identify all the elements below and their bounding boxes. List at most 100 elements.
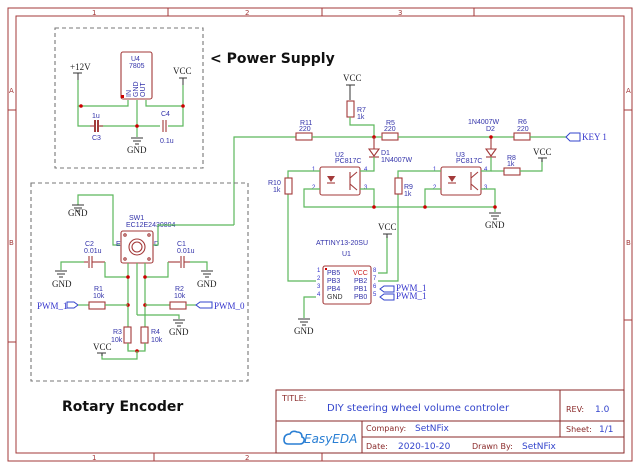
resistor-r3: R3 10k bbox=[111, 326, 132, 344]
svg-text:1: 1 bbox=[317, 268, 321, 274]
rotary-encoder-heading: Rotary Encoder bbox=[62, 399, 183, 415]
resistor-r4: R4 10k bbox=[140, 326, 163, 344]
title-block: TITLE: DIY steering wheel volume control… bbox=[275, 389, 625, 454]
svg-text:3: 3 bbox=[317, 284, 321, 290]
svg-text:U4: U4 bbox=[131, 56, 140, 63]
company-label: Company: bbox=[366, 424, 406, 433]
svg-text:1: 1 bbox=[312, 167, 316, 173]
svg-text:PWM_0: PWM_0 bbox=[214, 301, 245, 311]
rotary-encoder-box bbox=[30, 182, 249, 382]
svg-text:GND: GND bbox=[52, 279, 72, 289]
svg-text:PB3: PB3 bbox=[327, 278, 340, 285]
net-12v: +12V bbox=[70, 62, 91, 80]
svg-text:OUT: OUT bbox=[140, 82, 147, 98]
svg-text:1k: 1k bbox=[404, 191, 412, 198]
row-label-a: A bbox=[9, 87, 14, 95]
svg-text:1N4007W: 1N4007W bbox=[381, 157, 413, 164]
svg-text:PWM_1: PWM_1 bbox=[396, 291, 427, 301]
svg-text:0.01u: 0.01u bbox=[177, 248, 195, 255]
row-label-b-right: B bbox=[626, 239, 631, 247]
svg-text:PC817C: PC817C bbox=[456, 158, 482, 165]
svg-text:220: 220 bbox=[384, 126, 396, 133]
net-vcc-psu: VCC bbox=[173, 66, 192, 85]
port-pwm1-enc[interactable]: PWM_1 bbox=[37, 301, 79, 311]
gnd-symbol-c1: GND bbox=[197, 270, 217, 289]
svg-text:R11: R11 bbox=[300, 120, 312, 127]
svg-text:3: 3 bbox=[484, 185, 488, 191]
svg-text:GND: GND bbox=[294, 326, 314, 336]
svg-text:5: 5 bbox=[373, 292, 377, 298]
svg-text:PC817C: PC817C bbox=[335, 158, 361, 165]
gnd-symbol-c2: GND bbox=[52, 270, 72, 289]
svg-text:VCC: VCC bbox=[353, 270, 368, 277]
net-vcc-r8: VCC bbox=[533, 147, 552, 162]
svg-text:KEY 1: KEY 1 bbox=[582, 132, 607, 142]
rev-value: 1.0 bbox=[595, 405, 610, 415]
diode-d2: 1N4007W D2 bbox=[468, 119, 500, 158]
svg-text:U2: U2 bbox=[335, 152, 344, 159]
net-vcc-enc: VCC bbox=[93, 342, 112, 356]
svg-text:VCC: VCC bbox=[93, 342, 112, 352]
svg-text:6: 6 bbox=[373, 284, 377, 290]
column-label-2-bottom: 2 bbox=[245, 454, 249, 462]
microcontroller-u1: ATTINY13-20SU U1 PB5 PB3 PB4 GND VCC PB2… bbox=[316, 240, 377, 305]
svg-text:VCC: VCC bbox=[378, 222, 397, 232]
port-pwm0-enc[interactable]: PWM_0 bbox=[195, 301, 245, 311]
svg-text:E: E bbox=[116, 241, 121, 248]
net-vcc-u1: VCC bbox=[378, 222, 397, 238]
svg-text:C3: C3 bbox=[92, 135, 101, 142]
svg-text:1k: 1k bbox=[273, 187, 281, 194]
svg-text:3: 3 bbox=[364, 185, 368, 191]
capacitor-c3: 1u C3 bbox=[90, 113, 103, 142]
rev-label: REV: bbox=[566, 405, 584, 414]
row-label-b: B bbox=[9, 239, 14, 247]
svg-text:PB5: PB5 bbox=[327, 270, 340, 277]
svg-text:EasyEDA: EasyEDA bbox=[304, 432, 357, 446]
svg-text:EC12E2430804: EC12E2430804 bbox=[126, 222, 176, 229]
svg-text:GND: GND bbox=[68, 208, 88, 218]
port-pwm1-u1-b[interactable]: PWM_1 bbox=[379, 291, 427, 301]
svg-text:10k: 10k bbox=[151, 337, 163, 344]
svg-text:4: 4 bbox=[364, 167, 368, 173]
capacitor-c1: C1 0.01u bbox=[168, 241, 195, 268]
svg-text:1k: 1k bbox=[507, 161, 515, 168]
svg-text:GND: GND bbox=[197, 279, 217, 289]
power-supply-box bbox=[54, 27, 204, 169]
drawn-by-label: Drawn By: bbox=[472, 442, 513, 451]
resistor-r9: R9 1k bbox=[394, 177, 413, 198]
svg-text:R8: R8 bbox=[507, 155, 516, 162]
svg-text:GND: GND bbox=[327, 294, 343, 301]
column-label-1-bottom: 1 bbox=[92, 454, 96, 462]
svg-text:U1: U1 bbox=[342, 251, 351, 258]
svg-text:SW1: SW1 bbox=[129, 215, 144, 222]
svg-text:D2: D2 bbox=[486, 126, 495, 133]
svg-text:220: 220 bbox=[299, 126, 311, 133]
resistor-r2: R2 10k bbox=[169, 286, 187, 310]
svg-text:4: 4 bbox=[484, 167, 488, 173]
svg-text:8: 8 bbox=[373, 268, 377, 274]
svg-text:PB0: PB0 bbox=[354, 294, 367, 301]
svg-text:R10: R10 bbox=[268, 180, 281, 187]
resistor-r1: R1 10k bbox=[88, 286, 106, 310]
svg-text:0.01u: 0.01u bbox=[84, 248, 102, 255]
inner-frame bbox=[15, 15, 625, 454]
resistor-r11: R11 220 bbox=[295, 120, 313, 141]
svg-text:GND: GND bbox=[133, 81, 140, 97]
svg-text:VCC: VCC bbox=[343, 73, 362, 83]
svg-text:PB1: PB1 bbox=[354, 286, 367, 293]
svg-text:1N4007W: 1N4007W bbox=[468, 119, 500, 126]
port-pwm1-u1[interactable]: PWM_1 bbox=[379, 283, 427, 293]
gnd-symbol-enc-center: GND bbox=[169, 319, 189, 337]
title-value: DIY steering wheel volume controler bbox=[327, 403, 510, 414]
title-label: TITLE: bbox=[281, 394, 306, 403]
svg-text:D1: D1 bbox=[381, 150, 390, 157]
resistor-r8: R8 1k bbox=[503, 155, 521, 176]
svg-text:1k: 1k bbox=[357, 114, 365, 121]
svg-text:C1: C1 bbox=[177, 241, 186, 248]
svg-text:R2: R2 bbox=[175, 286, 184, 293]
column-label-3: 3 bbox=[398, 9, 402, 17]
port-key1[interactable]: KEY 1 bbox=[565, 132, 607, 142]
svg-text:R3: R3 bbox=[113, 329, 122, 336]
date-label: Date: bbox=[366, 442, 388, 451]
